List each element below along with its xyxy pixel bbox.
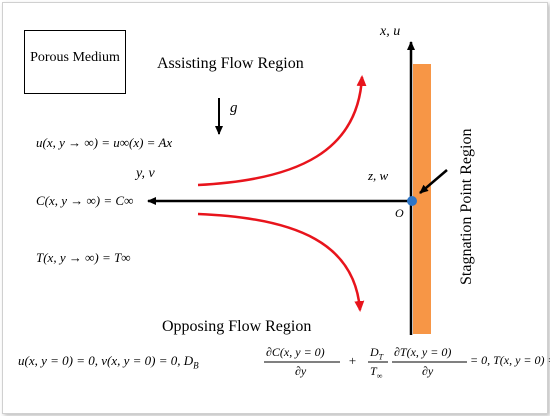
stagnation-region-label: Stagnation Point Region bbox=[458, 128, 475, 285]
assisting-flow-curve bbox=[197, 75, 367, 187]
frac3-denominator: ∂y bbox=[422, 364, 434, 378]
frac1-numerator: ∂C(x, y = 0) bbox=[266, 345, 325, 359]
x-axis-label: x, u bbox=[380, 24, 401, 39]
plus-sign: + bbox=[348, 353, 357, 368]
origin-label: O bbox=[395, 206, 404, 220]
frac2-denominator: T∞ bbox=[370, 364, 382, 380]
wall-plate bbox=[413, 64, 431, 334]
far-field-velocity-eq: u(x, y → ∞) = u∞(x) = Ax bbox=[36, 135, 173, 150]
bc-sub-b: B bbox=[193, 360, 199, 371]
frac2-num-main: D bbox=[370, 345, 379, 359]
bc-left-text: u(x, y = 0) = 0, v(x, y = 0) = 0, DB bbox=[18, 353, 199, 371]
bc-right-text: = 0, T(x, y = 0) = Tw. bbox=[470, 353, 550, 369]
gravity-label: g bbox=[230, 100, 238, 116]
far-field-temperature-eq: T(x, y → ∞) = T∞ bbox=[36, 250, 131, 265]
frac2-num-sub: T bbox=[378, 352, 384, 362]
opposing-flow-curve bbox=[197, 212, 365, 312]
bc-left-main: u(x, y = 0) = 0, v(x, y = 0) = 0, D bbox=[18, 353, 194, 368]
y-axis-label: y, v bbox=[136, 166, 155, 181]
far-field-concentration-eq: C(x, y → ∞) = C∞ bbox=[36, 193, 134, 208]
assisting-flow-label: Assisting Flow Region bbox=[157, 55, 304, 72]
frac1-denominator: ∂y bbox=[295, 364, 307, 378]
z-axis-label: z, w bbox=[368, 168, 389, 183]
origin-dot bbox=[407, 196, 417, 206]
frac2-numerator: DT bbox=[370, 345, 383, 361]
porous-medium-label: Porous Medium bbox=[30, 50, 120, 65]
porous-medium-box: Porous Medium bbox=[24, 30, 126, 94]
frac2-den-main: T bbox=[370, 364, 377, 378]
stagnation-pointer-arrow bbox=[419, 169, 448, 194]
opposing-flow-label: Opposing Flow Region bbox=[162, 318, 312, 335]
frac2-den-sub: ∞ bbox=[376, 371, 383, 381]
frac3-numerator: ∂T(x, y = 0) bbox=[394, 345, 452, 359]
bc-right-main: = 0, T(x, y = 0) = T bbox=[470, 353, 550, 367]
